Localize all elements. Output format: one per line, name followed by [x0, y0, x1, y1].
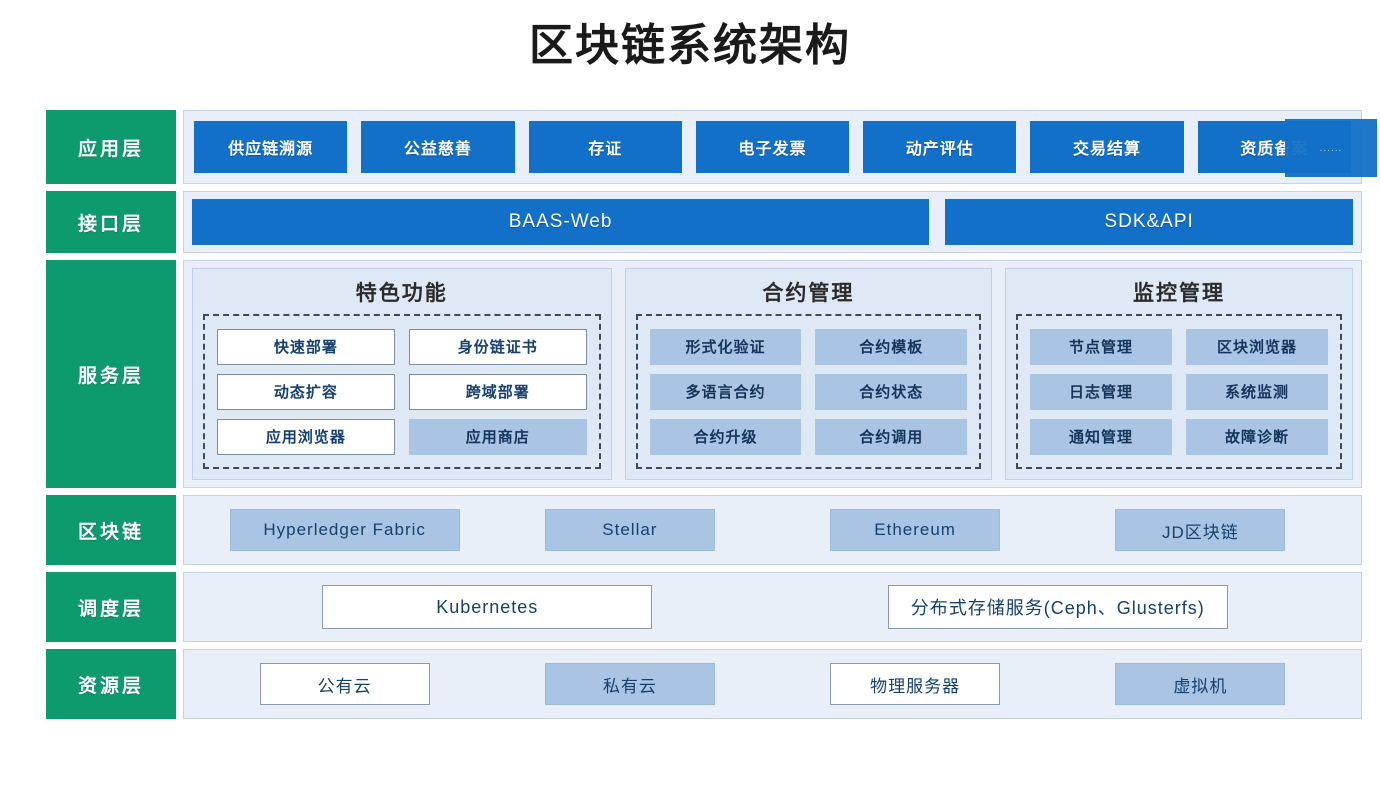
service-panel-group: 特色功能快速部署身份链证书动态扩容跨域部署应用浏览器应用商店合约管理形式化验证合…: [184, 261, 1361, 487]
service-cell-1-6[interactable]: 应用商店: [408, 418, 587, 455]
service-panel-grid-1: 快速部署身份链证书动态扩容跨域部署应用浏览器应用商店: [203, 314, 601, 469]
application-chip-strip: 供应链溯源公益慈善存证电子发票动产评估交易结算资质备案......: [184, 111, 1377, 183]
service-cell-3-6[interactable]: 故障诊断: [1186, 418, 1328, 455]
service-panel-grid-3: 节点管理区块浏览器日志管理系统监测通知管理故障诊断: [1016, 314, 1342, 469]
architecture-stack: 应用层 供应链溯源公益慈善存证电子发票动产评估交易结算资质备案...... 接口…: [46, 110, 1377, 750]
interface-layer-body: BAAS-Web SDK&API: [183, 191, 1362, 253]
service-cell-1-3[interactable]: 动态扩容: [217, 373, 395, 410]
service-cell-3-2[interactable]: 区块浏览器: [1186, 328, 1328, 365]
resource-slot-4: 虚拟机: [1058, 663, 1343, 705]
service-cell-2-5[interactable]: 合约升级: [649, 418, 802, 455]
service-cell-3-5[interactable]: 通知管理: [1030, 418, 1173, 455]
scheduling-chip-strip: Kubernetes 分布式存储服务(Ceph、Glusterfs): [184, 573, 1361, 641]
interface-chip-2[interactable]: SDK&API: [945, 199, 1353, 245]
layer-label-application: 应用层: [46, 110, 176, 184]
service-cell-3-4[interactable]: 系统监测: [1186, 373, 1328, 410]
service-panel-title-3: 监控管理: [1133, 282, 1226, 305]
service-cell-1-2[interactable]: 身份链证书: [408, 328, 587, 365]
layer-label-scheduling: 调度层: [46, 572, 176, 642]
application-layer-body: 供应链溯源公益慈善存证电子发票动产评估交易结算资质备案......: [183, 110, 1377, 184]
application-chip-2[interactable]: 公益慈善: [361, 121, 515, 173]
service-panel-3: 监控管理节点管理区块浏览器日志管理系统监测通知管理故障诊断: [1005, 268, 1353, 480]
service-cell-3-1[interactable]: 节点管理: [1030, 328, 1173, 365]
blockchain-chip-1[interactable]: Hyperledger Fabric: [229, 509, 460, 551]
resource-chip-1[interactable]: 公有云: [259, 663, 430, 705]
application-chip-3[interactable]: 存证: [528, 121, 682, 173]
blockchain-slot-3: Ethereum: [773, 509, 1058, 551]
application-chip-6[interactable]: 交易结算: [1030, 121, 1184, 173]
service-panel-1: 特色功能快速部署身份链证书动态扩容跨域部署应用浏览器应用商店: [192, 268, 612, 480]
service-cell-1-5[interactable]: 应用浏览器: [217, 418, 395, 455]
resource-chip-2[interactable]: 私有云: [544, 663, 715, 705]
layer-row-scheduling: 调度层 Kubernetes 分布式存储服务(Ceph、Glusterfs): [46, 572, 1362, 642]
layer-row-interface: 接口层 BAAS-Web SDK&API: [46, 191, 1362, 253]
blockchain-chip-3[interactable]: Ethereum: [830, 509, 1001, 551]
scheduling-chip-1[interactable]: Kubernetes: [322, 585, 653, 629]
blockchain-chip-2[interactable]: Stellar: [544, 509, 715, 551]
blockchain-slot-1: Hyperledger Fabric: [202, 509, 487, 551]
service-cell-3-3[interactable]: 日志管理: [1030, 373, 1173, 410]
scheduling-slot-1: Kubernetes: [202, 585, 773, 629]
layer-label-blockchain: 区块链: [46, 495, 176, 565]
layer-label-service: 服务层: [46, 260, 176, 488]
scheduling-chip-2[interactable]: 分布式存储服务(Ceph、Glusterfs): [887, 585, 1228, 629]
layer-row-resource: 资源层 公有云 私有云 物理服务器 虚拟机: [46, 649, 1362, 719]
layer-row-blockchain: 区块链 Hyperledger Fabric Stellar Ethereum JD区…: [46, 495, 1362, 565]
service-panel-grid-2: 形式化验证合约模板多语言合约合约状态合约升级合约调用: [635, 314, 982, 469]
service-cell-2-3[interactable]: 多语言合约: [649, 373, 802, 410]
application-chip-1[interactable]: 供应链溯源: [194, 121, 348, 173]
resource-slot-3: 物理服务器: [773, 663, 1058, 705]
resource-chip-strip: 公有云 私有云 物理服务器 虚拟机: [184, 650, 1361, 718]
layer-row-application: 应用层 供应链溯源公益慈善存证电子发票动产评估交易结算资质备案......: [46, 110, 1377, 184]
interface-chip-strip: BAAS-Web SDK&API: [184, 192, 1361, 252]
resource-chip-3[interactable]: 物理服务器: [830, 663, 1001, 705]
service-cell-2-1[interactable]: 形式化验证: [649, 328, 802, 365]
resource-chip-4[interactable]: 虚拟机: [1115, 663, 1286, 705]
service-panel-2: 合约管理形式化验证合约模板多语言合约合约状态合约升级合约调用: [624, 268, 993, 480]
application-chip-5[interactable]: 动产评估: [863, 121, 1017, 173]
blockchain-slot-2: Stellar: [487, 509, 772, 551]
service-panel-title-2: 合约管理: [762, 282, 855, 305]
scheduling-slot-2: 分布式存储服务(Ceph、Glusterfs): [773, 585, 1344, 629]
resource-slot-1: 公有云: [202, 663, 487, 705]
service-cell-2-6[interactable]: 合约调用: [815, 418, 968, 455]
page-title: 区块链系统架构: [529, 21, 851, 70]
blockchain-slot-4: JD区块链: [1058, 509, 1343, 551]
scheduling-layer-body: Kubernetes 分布式存储服务(Ceph、Glusterfs): [183, 572, 1362, 642]
layer-row-service: 服务层 特色功能快速部署身份链证书动态扩容跨域部署应用浏览器应用商店合约管理形式…: [46, 260, 1362, 488]
resource-layer-body: 公有云 私有云 物理服务器 虚拟机: [183, 649, 1362, 719]
blockchain-chip-4[interactable]: JD区块链: [1115, 509, 1286, 551]
service-cell-1-1[interactable]: 快速部署: [217, 328, 395, 365]
service-layer-body: 特色功能快速部署身份链证书动态扩容跨域部署应用浏览器应用商店合约管理形式化验证合…: [183, 260, 1362, 488]
layer-label-resource: 资源层: [46, 649, 176, 719]
service-panel-title-1: 特色功能: [355, 282, 448, 305]
service-cell-2-4[interactable]: 合约状态: [815, 373, 968, 410]
service-cell-2-2[interactable]: 合约模板: [815, 328, 968, 365]
resource-slot-2: 私有云: [487, 663, 772, 705]
interface-chip-1[interactable]: BAAS-Web: [192, 199, 930, 245]
layer-label-interface: 接口层: [46, 191, 176, 253]
service-cell-1-4[interactable]: 跨域部署: [408, 373, 587, 410]
application-chip-4[interactable]: 电子发票: [695, 121, 850, 173]
blockchain-layer-body: Hyperledger Fabric Stellar Ethereum JD区块链: [183, 495, 1362, 565]
application-chip-overflow[interactable]: ......: [1285, 119, 1377, 177]
blockchain-chip-strip: Hyperledger Fabric Stellar Ethereum JD区块链: [184, 496, 1361, 564]
